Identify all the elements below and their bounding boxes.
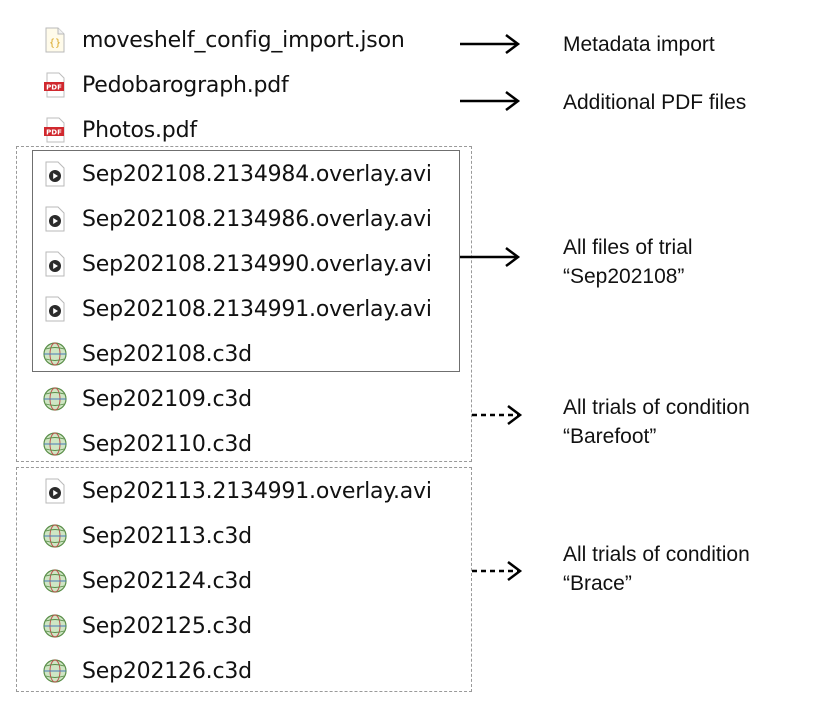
file-name: Sep202108.c3d	[82, 341, 252, 367]
label-trial: All files of trial “Sep202108”	[563, 233, 693, 291]
c3d-globe-icon	[42, 658, 68, 684]
file-name: Sep202124.c3d	[82, 568, 252, 594]
file-row-c3d[interactable]: Sep202124.c3d	[42, 561, 252, 601]
arrow-metadata	[460, 34, 521, 54]
file-name: Sep202108.2134986.overlay.avi	[82, 206, 432, 232]
file-name: Sep202110.c3d	[82, 431, 252, 457]
file-name: Sep202113.c3d	[82, 523, 252, 549]
video-file-icon	[42, 251, 68, 277]
file-row-video[interactable]: Sep202113.2134991.overlay.avi	[42, 471, 432, 511]
trial-sep202108-box	[32, 150, 460, 372]
file-row-pdf[interactable]: PDF Photos.pdf	[42, 110, 197, 150]
file-row-c3d[interactable]: Sep202108.c3d	[42, 334, 252, 374]
c3d-globe-icon	[42, 568, 68, 594]
video-file-icon	[42, 296, 68, 322]
file-row-video[interactable]: Sep202108.2134991.overlay.avi	[42, 289, 432, 329]
file-name: Sep202108.2134984.overlay.avi	[82, 161, 432, 187]
label-line: “Barefoot”	[563, 425, 657, 448]
video-file-icon	[42, 478, 68, 504]
file-name: moveshelf_config_import.json	[82, 27, 405, 53]
label-line: All trials of condition	[563, 396, 750, 419]
label-condition-barefoot: All trials of condition “Barefoot”	[563, 393, 750, 451]
file-name: Sep202125.c3d	[82, 613, 252, 639]
c3d-globe-icon	[42, 431, 68, 457]
file-row-video[interactable]: Sep202108.2134986.overlay.avi	[42, 199, 432, 239]
file-row-pdf[interactable]: PDF Pedobarograph.pdf	[42, 65, 289, 105]
pdf-file-icon: PDF	[42, 72, 68, 98]
file-name: Sep202108.2134991.overlay.avi	[82, 296, 432, 322]
file-name: Pedobarograph.pdf	[82, 72, 289, 98]
arrow-pdf	[460, 91, 521, 111]
arrow-brace	[472, 561, 523, 581]
file-name: Sep202108.2134990.overlay.avi	[82, 251, 432, 277]
svg-text:PDF: PDF	[46, 129, 62, 137]
video-file-icon	[42, 161, 68, 187]
label-metadata-import: Metadata import	[563, 30, 715, 59]
label-line: All files of trial	[563, 236, 693, 259]
file-row-c3d[interactable]: Sep202125.c3d	[42, 606, 252, 646]
json-file-icon: {}	[42, 27, 68, 53]
file-row-c3d[interactable]: Sep202126.c3d	[42, 651, 252, 691]
c3d-globe-icon	[42, 613, 68, 639]
file-row-c3d[interactable]: Sep202113.c3d	[42, 516, 252, 556]
file-name: Sep202109.c3d	[82, 386, 252, 412]
file-name: Sep202113.2134991.overlay.avi	[82, 478, 432, 504]
file-name: Photos.pdf	[82, 117, 197, 143]
label-additional-pdf: Additional PDF files	[563, 88, 746, 117]
file-row-json[interactable]: {} moveshelf_config_import.json	[42, 20, 405, 60]
file-row-video[interactable]: Sep202108.2134984.overlay.avi	[42, 154, 432, 194]
condition-barefoot-box	[16, 146, 472, 462]
label-line: Metadata import	[563, 33, 715, 56]
file-row-c3d[interactable]: Sep202109.c3d	[42, 379, 252, 419]
video-file-icon	[42, 206, 68, 232]
label-line: All trials of condition	[563, 543, 750, 566]
label-line: Additional PDF files	[563, 91, 747, 114]
c3d-globe-icon	[42, 341, 68, 367]
label-line: “Brace”	[563, 572, 632, 595]
svg-text:{}: {}	[49, 38, 61, 49]
file-row-c3d[interactable]: Sep202110.c3d	[42, 424, 252, 464]
label-condition-brace: All trials of condition “Brace”	[563, 540, 750, 598]
label-line: “Sep202108”	[563, 265, 685, 288]
arrow-barefoot	[472, 405, 523, 425]
condition-brace-box	[16, 467, 472, 692]
file-name: Sep202126.c3d	[82, 658, 252, 684]
pdf-file-icon: PDF	[42, 117, 68, 143]
c3d-globe-icon	[42, 523, 68, 549]
c3d-globe-icon	[42, 386, 68, 412]
arrow-trial	[460, 247, 521, 267]
file-row-video[interactable]: Sep202108.2134990.overlay.avi	[42, 244, 432, 284]
svg-text:PDF: PDF	[46, 84, 62, 92]
